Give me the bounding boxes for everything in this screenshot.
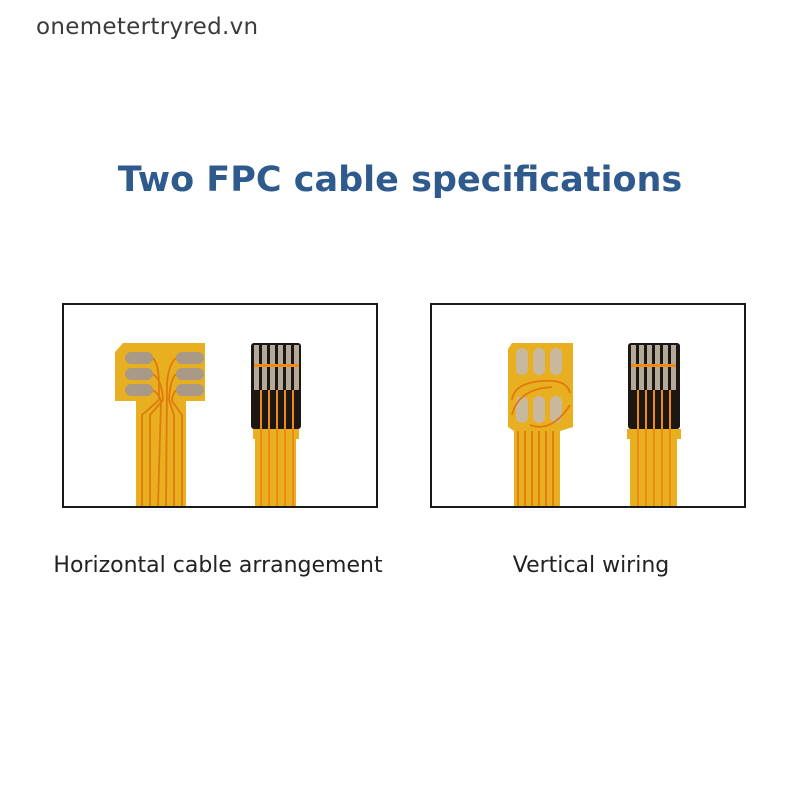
vertical-wiring-image [430,303,746,508]
horizontal-cable-image [62,303,378,508]
page-title: Two FPC cable specifications [117,160,683,200]
caption-horizontal: Horizontal cable arrangement [53,553,383,578]
caption-vertical: Vertical wiring [512,553,670,578]
watermark: onemetertryred.vn [36,14,259,40]
